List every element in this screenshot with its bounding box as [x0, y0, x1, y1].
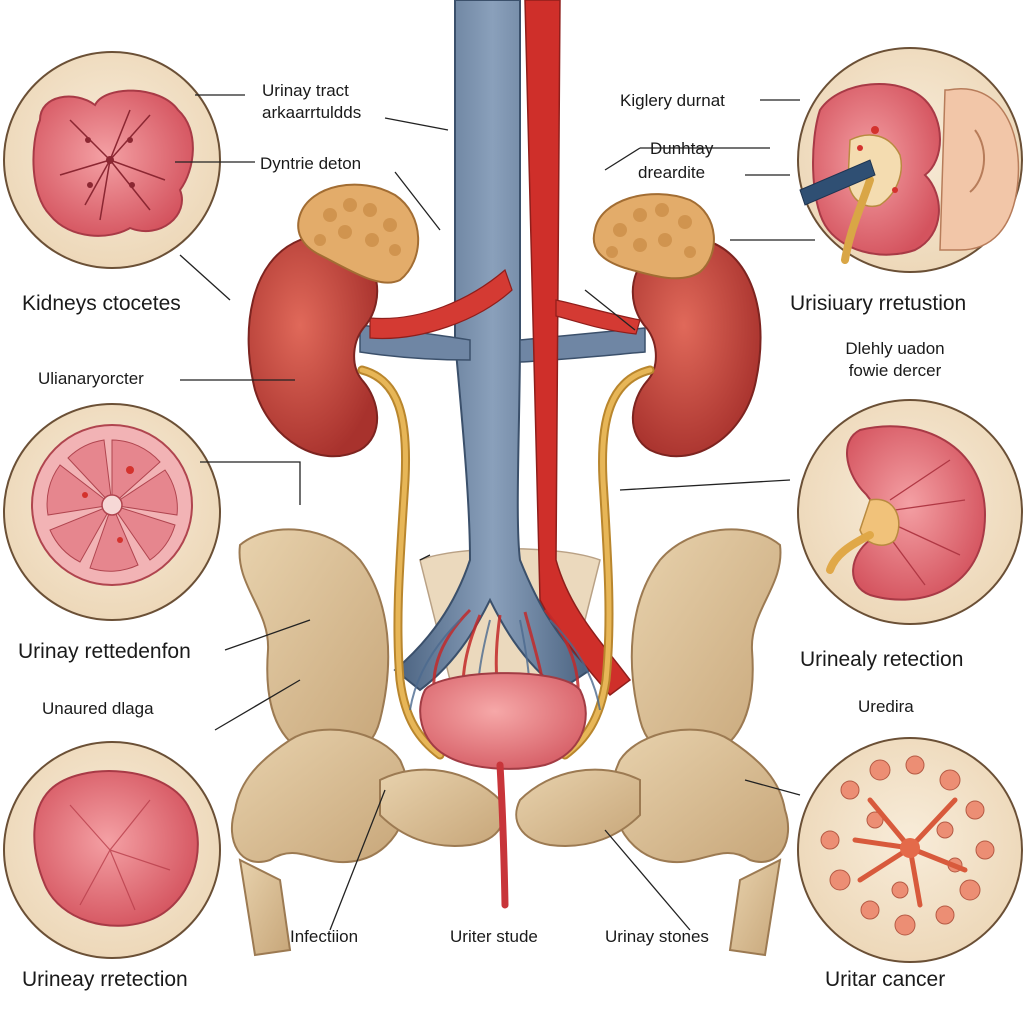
inset-top-left: [3, 51, 221, 269]
inset-bottom-left: [3, 741, 221, 959]
label-ulianary-orcter: Ulianaryorcter: [38, 369, 144, 388]
bladder: [409, 608, 601, 909]
label-infectiion: Infectiion: [290, 927, 359, 946]
label-kidney-durnat: Kiglery durnat: [620, 91, 725, 110]
label-uredira: Uredira: [858, 697, 914, 716]
label-fowie-dercer: fowie dercer: [848, 361, 942, 380]
label-urinealy-retection: Urinealy retection: [800, 648, 964, 671]
label-kidneys-ctocetes: Kidneys ctocetes: [22, 292, 181, 315]
inset-top-right: [797, 47, 1023, 273]
leader-lines: [175, 94, 815, 931]
ureters: [357, 365, 655, 760]
label-arkaarrtuldds: arkaarrtuldds: [262, 103, 362, 122]
right-kidney: [592, 193, 762, 458]
label-dlehly-uadon: Dlehly uadon: [845, 339, 945, 358]
label-dreardite: dreardite: [638, 163, 706, 182]
label-urinay-rettedenfon: Urinay rettedenfon: [18, 640, 191, 663]
inset-bottom-right: [797, 737, 1023, 963]
inset-middle-right: [797, 399, 1023, 625]
left-kidney: [247, 183, 420, 458]
label-urineay-rretection: Urineay rretection: [22, 968, 188, 991]
label-unaured-dlaga: Unaured dlaga: [42, 699, 154, 718]
label-uriter-stude: Uriter stude: [450, 927, 538, 946]
label-urinay-stones: Urinay stones: [605, 927, 709, 946]
label-dyntrie-deton: Dyntrie deton: [260, 154, 362, 173]
label-urinary-tract: Urinay tract: [262, 81, 349, 100]
great-vessels: [359, 0, 646, 697]
inset-middle-left: [3, 403, 221, 621]
label-dunhtay: Dunhtay: [650, 139, 714, 158]
label-urisiuary-rretustion: Urisiuary rretustion: [790, 292, 967, 315]
label-uritar-cancer: Uritar cancer: [825, 968, 946, 991]
